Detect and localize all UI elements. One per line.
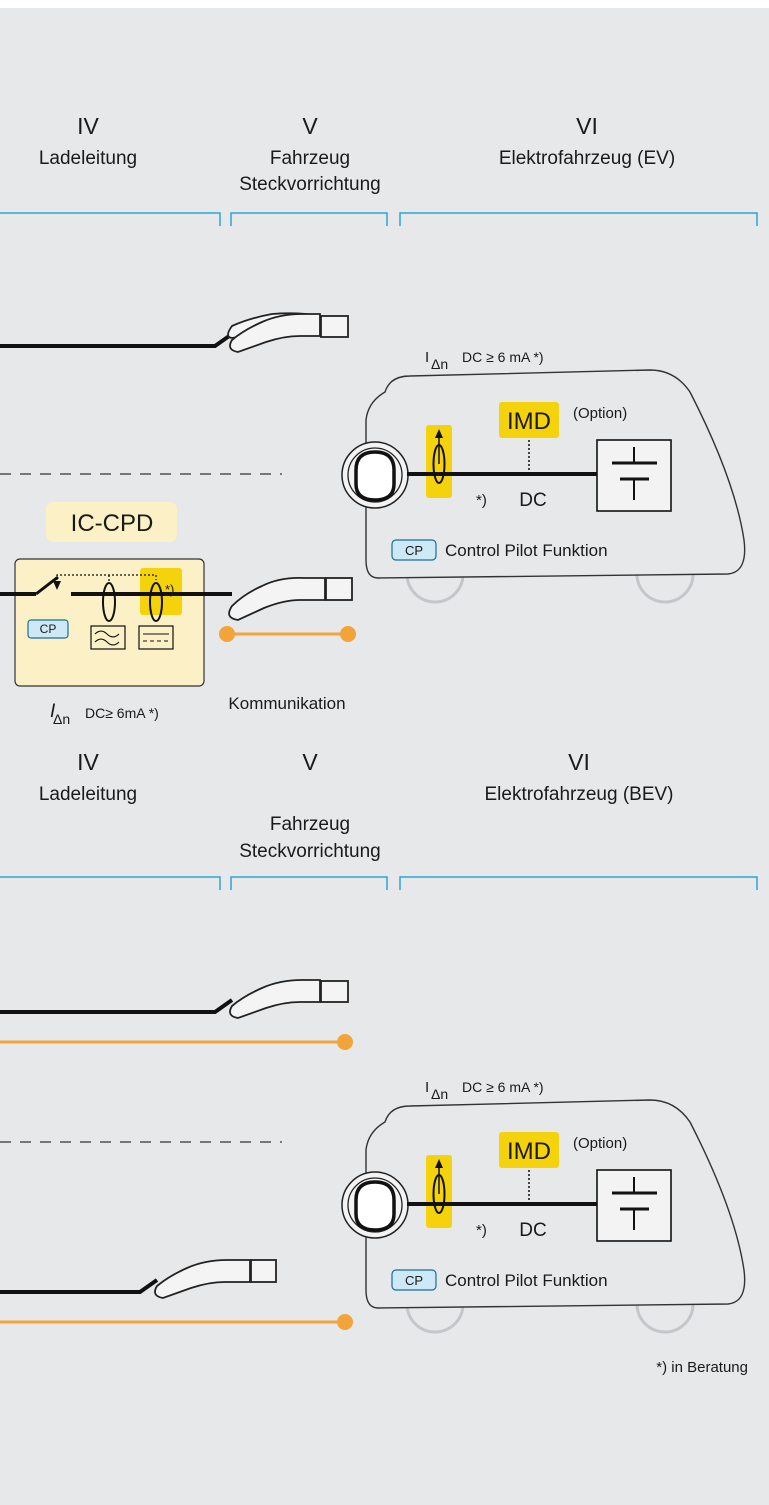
charging-cable-1 [0,312,349,353]
cp-badge [391,1269,437,1291]
ac-waveform-icon [90,625,126,650]
footnote: *) in Beratung [656,1359,748,1376]
communication-link: Kommunikation [219,626,356,713]
svg-text:CP: CP [405,1273,423,1288]
svg-text:CP: CP [405,543,423,558]
col5-number: V [302,749,318,775]
col6-number: VI [568,749,590,775]
svg-text:Δn: Δn [53,711,70,727]
control-pilot-label: Control Pilot Funktion [445,1271,608,1290]
vehicle-residual-label: DC ≥ 6 mA *) [462,1079,544,1095]
col5-bracket [230,212,388,226]
ic-cpd-star: *) [165,582,174,597]
col5-bracket [230,876,388,890]
imd-highlight [499,402,559,438]
vehicle-ev: I Δn DC ≥ 6 mA *) IMD (Option) *) DC CP … [341,349,746,604]
section1-headers: IV Ladeleitung V Fahrzeug Steckvorrichtu… [0,113,758,226]
ac-sensor-icon [102,582,116,622]
vehicle-bev: I Δn DC ≥ 6 mA *) IMD (Option) *) DC CP … [341,1079,746,1334]
col4-bracket [0,876,221,890]
svg-text:I: I [425,349,429,366]
charging-cable-3 [0,979,353,1050]
charging-cable-4 [0,1259,353,1330]
ic-cpd-title-box [46,502,177,542]
charging-cable-2 [228,577,353,621]
col4-label: Ladeleitung [39,784,137,805]
col6-label: Elektrofahrzeug (BEV) [484,784,673,805]
plug-tip [320,315,349,338]
imd-option-label: (Option) [573,1135,627,1152]
dc-label: DC [519,490,546,511]
imd-highlight [499,1132,559,1168]
kommunikation-label: Kommunikation [228,694,345,713]
imd-label: IMD [507,1138,551,1165]
col4-number: IV [77,749,99,775]
col5-label-2: Steckvorrichtung [239,841,381,862]
plug-icon [228,577,326,621]
col6-bracket [399,212,758,226]
col6-bracket [399,876,758,890]
ic-cpd-title: IC-CPD [71,510,154,537]
col4-bracket [0,212,221,226]
col4-label: Ladeleitung [39,148,137,169]
col5-label-1: Fahrzeug [270,148,350,169]
control-pilot-label: Control Pilot Funktion [445,541,608,560]
section2-headers: IV Ladeleitung V Fahrzeug Steckvorrichtu… [0,749,758,890]
cp-badge [391,539,437,561]
vehicle-residual-label: DC ≥ 6 mA *) [462,349,544,365]
col5-label-1: Fahrzeug [270,814,350,835]
ic-cpd-residual-label: DC≥ 6mA *) [85,705,159,721]
switch-icon [35,575,59,596]
col6-number: VI [576,113,598,139]
svg-text:Δn: Δn [431,1086,448,1102]
vehicle-star-note: *) [476,1222,487,1239]
plug-icon [154,1259,251,1299]
svg-text:Δn: Δn [431,356,448,372]
vehicle-star-note: *) [476,492,487,509]
dc-label: DC [519,1220,546,1241]
imd-option-label: (Option) [573,405,627,422]
col6-label: Elektrofahrzeug (EV) [499,148,675,169]
imd-label: IMD [507,408,551,435]
ic-cpd: IC-CPD *) CP I Δn DC≥ 6mA *) [0,502,232,727]
svg-text:I: I [425,1079,429,1096]
col5-label-2: Steckvorrichtung [239,174,381,195]
col5-number: V [302,113,318,139]
svg-text:CP: CP [40,622,57,636]
col4-number: IV [77,113,99,139]
svg-text:I: I [50,701,56,722]
top-band [0,0,769,8]
dc-waveform-icon [138,625,174,650]
plug-icon [229,979,321,1019]
dc-sensor-icon [149,582,163,622]
ic-cpd-cp-badge [27,619,69,639]
